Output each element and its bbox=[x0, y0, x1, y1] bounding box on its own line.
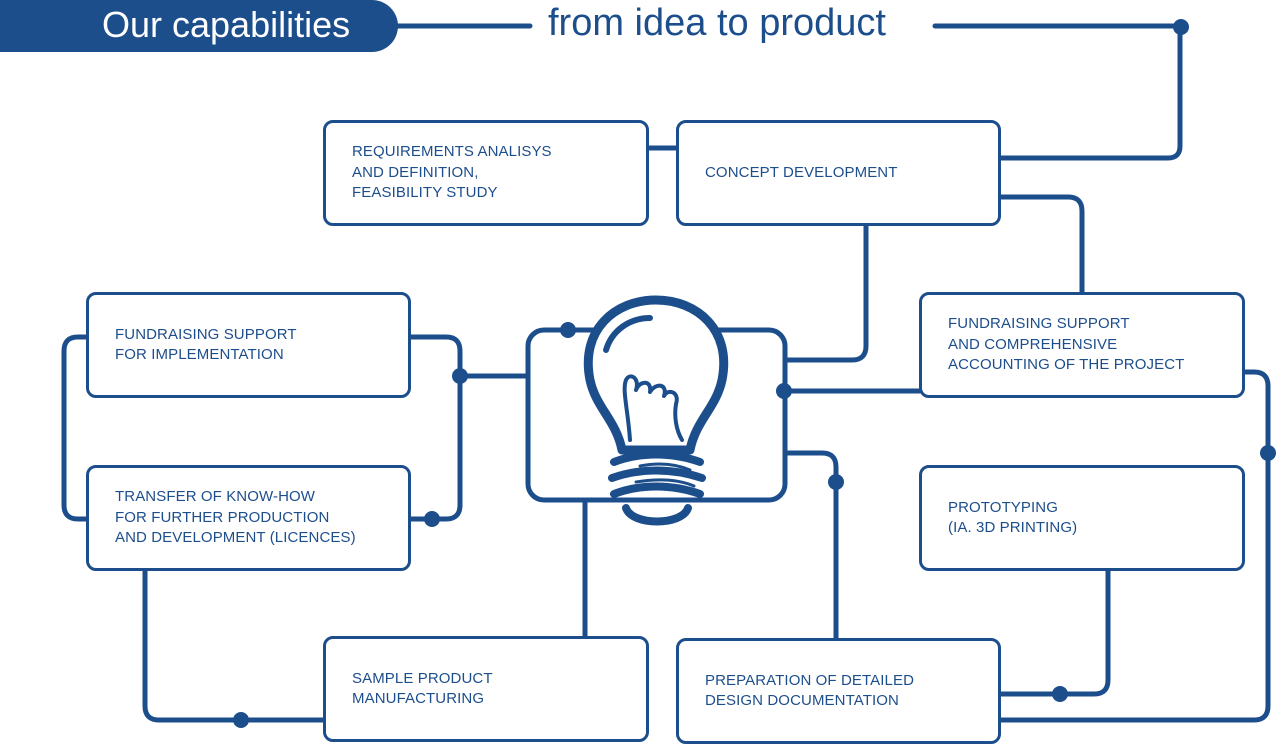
connector-knowhow-sample bbox=[145, 570, 325, 720]
connector-concept-bulb bbox=[785, 225, 866, 360]
node-dot bbox=[1173, 19, 1189, 35]
step-label: PREPARATION OF DETAILED DESIGN DOCUMENTA… bbox=[705, 671, 914, 712]
step-label: SAMPLE PRODUCT MANUFACTURING bbox=[352, 669, 493, 710]
connector-left-loop bbox=[64, 337, 88, 519]
connector-concept-fundraising bbox=[1000, 197, 1082, 293]
connector-prototyping-design bbox=[1000, 570, 1108, 694]
step-label: REQUIREMENTS ANALISYS AND DEFINITION, FE… bbox=[352, 142, 552, 204]
step-box-sample-manufacturing: SAMPLE PRODUCT MANUFACTURING bbox=[323, 636, 649, 742]
page-title: Our capabilities bbox=[102, 3, 350, 47]
step-box-fundraising-accounting: FUNDRAISING SUPPORT AND COMPREHENSIVE AC… bbox=[919, 292, 1245, 398]
connector-fundraising-impl bbox=[410, 337, 460, 519]
page-subtitle: from idea to product bbox=[548, 1, 886, 45]
step-box-concept: CONCEPT DEVELOPMENT bbox=[676, 120, 1001, 226]
lightbulb-icon bbox=[588, 300, 723, 522]
step-box-design-documentation: PREPARATION OF DETAILED DESIGN DOCUMENTA… bbox=[676, 638, 1001, 744]
step-box-fundraising-implementation: FUNDRAISING SUPPORT FOR IMPLEMENTATION bbox=[86, 292, 411, 398]
step-label: CONCEPT DEVELOPMENT bbox=[705, 163, 898, 184]
step-label: TRANSFER OF KNOW-HOW FOR FURTHER PRODUCT… bbox=[115, 487, 356, 549]
step-label: PROTOTYPING (IA. 3D PRINTING) bbox=[948, 498, 1077, 539]
step-box-know-how-transfer: TRANSFER OF KNOW-HOW FOR FURTHER PRODUCT… bbox=[86, 465, 411, 571]
node-dot bbox=[233, 712, 249, 728]
node-dot bbox=[776, 383, 792, 399]
node-dot bbox=[424, 511, 440, 527]
title-banner: Our capabilities bbox=[0, 0, 398, 52]
step-box-requirements: REQUIREMENTS ANALISYS AND DEFINITION, FE… bbox=[323, 120, 649, 226]
node-dot bbox=[828, 474, 844, 490]
step-label: FUNDRAISING SUPPORT FOR IMPLEMENTATION bbox=[115, 325, 297, 366]
node-dot bbox=[1260, 445, 1276, 461]
node-dot bbox=[452, 368, 468, 384]
node-dot bbox=[560, 322, 576, 338]
node-dot bbox=[1052, 686, 1068, 702]
step-box-prototyping: PROTOTYPING (IA. 3D PRINTING) bbox=[919, 465, 1245, 571]
step-label: FUNDRAISING SUPPORT AND COMPREHENSIVE AC… bbox=[948, 314, 1184, 376]
